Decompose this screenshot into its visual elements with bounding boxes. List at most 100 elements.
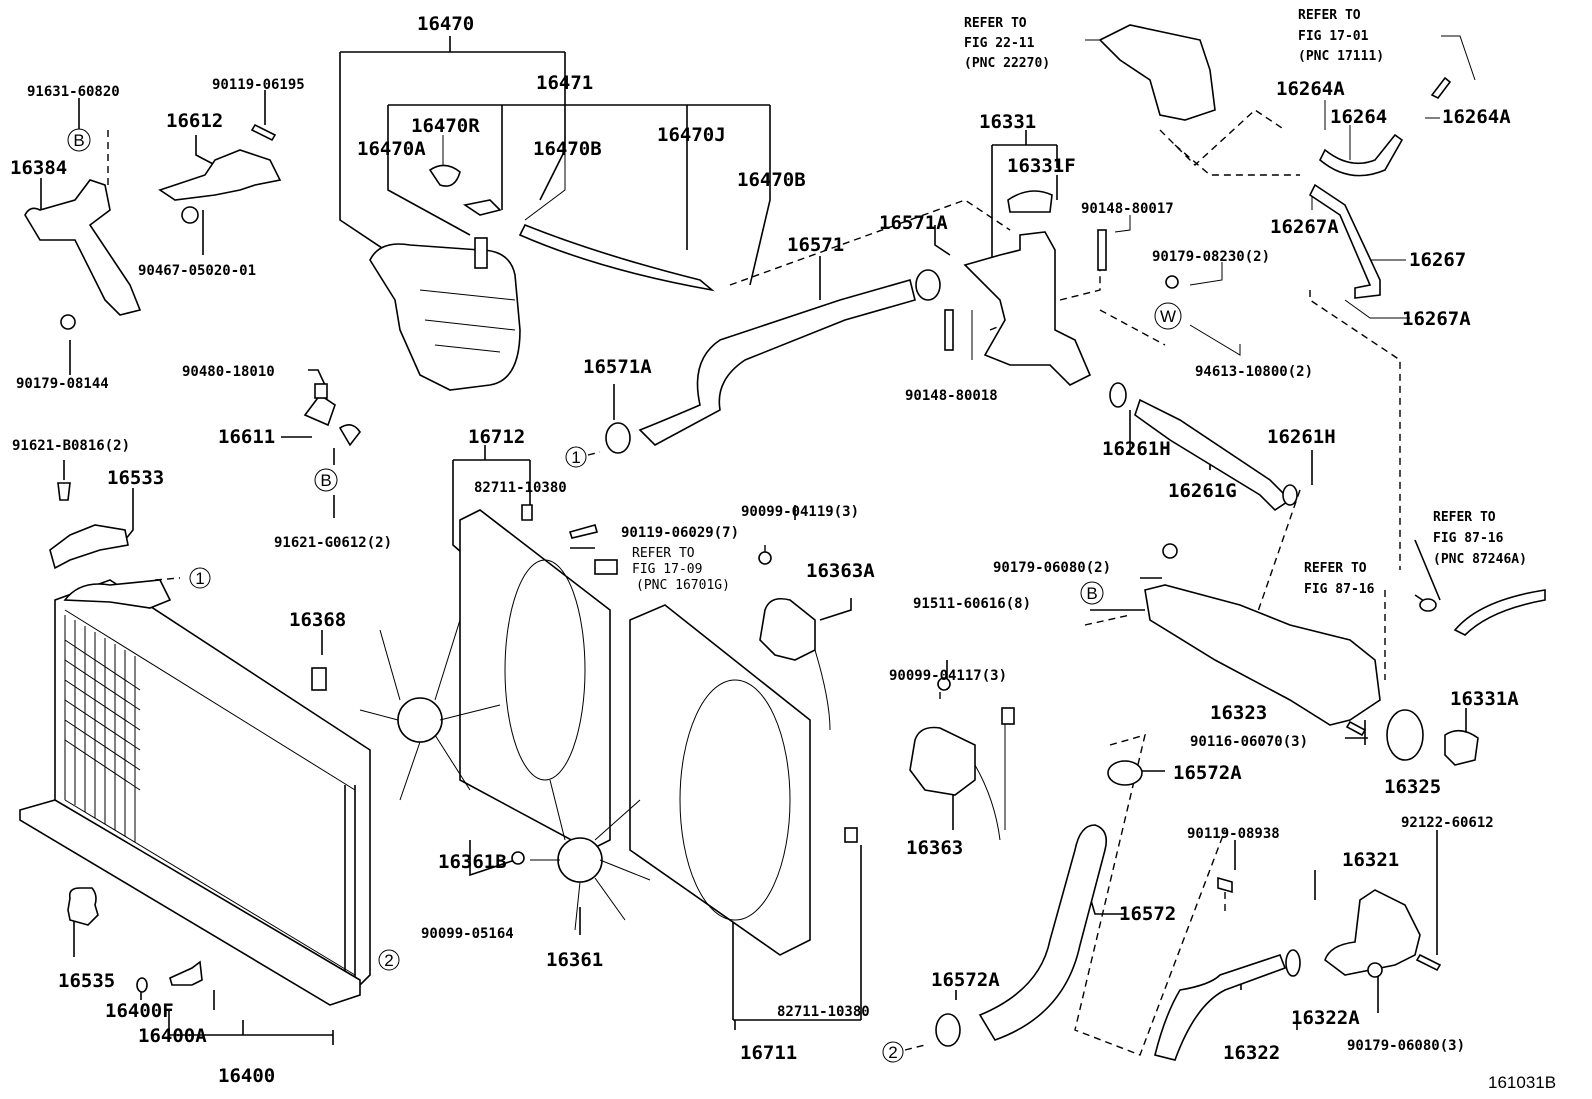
label-16384[interactable]: 16384	[10, 157, 67, 179]
radiator	[19, 579, 371, 1006]
connector-B-1[interactable]: B	[67, 128, 91, 152]
label-16361[interactable]: 16361	[546, 949, 603, 971]
connector-2-radiator[interactable]: 2	[378, 949, 400, 971]
drain-plug-16535	[67, 887, 99, 926]
label-90148-80018[interactable]: 90148-80018	[905, 388, 998, 404]
label-16267A-2[interactable]: 16267A	[1402, 308, 1471, 330]
label-90119-08938[interactable]: 90119-08938	[1187, 826, 1280, 842]
label-16261G[interactable]: 16261G	[1168, 480, 1237, 502]
label-16612[interactable]: 16612	[166, 110, 223, 132]
connector-W[interactable]: W	[1154, 302, 1182, 330]
label-16571A-1[interactable]: 16571A	[879, 212, 948, 234]
pipe-17111-ref	[1430, 76, 1452, 100]
label-16325[interactable]: 16325	[1384, 776, 1441, 798]
label-90179-08230[interactable]: 90179-08230(2)	[1152, 249, 1270, 265]
label-16711[interactable]: 16711	[740, 1042, 797, 1064]
label-16572A-1[interactable]: 16572A	[1173, 762, 1242, 784]
label-16361B[interactable]: 16361B	[438, 851, 507, 873]
label-16712[interactable]: 16712	[468, 426, 525, 448]
connector-1-hose[interactable]: 1	[565, 446, 587, 468]
label-16471[interactable]: 16471	[536, 72, 593, 94]
label-16533[interactable]: 16533	[107, 467, 164, 489]
label-90099-04119[interactable]: 90099-04119(3)	[741, 504, 859, 520]
label-91621-B0816[interactable]: 91621-B0816(2)	[12, 438, 130, 454]
label-16264A-2[interactable]: 16264A	[1442, 106, 1511, 128]
label-plate-ref	[594, 559, 618, 575]
label-90179-08144[interactable]: 90179-08144	[16, 376, 109, 392]
connector-B-3[interactable]: B	[1080, 581, 1104, 605]
bracket-16533	[49, 524, 129, 570]
label-16611[interactable]: 16611	[218, 426, 275, 448]
ref-fig-87-16-b[interactable]: REFER TO FIG 87-16 (PNC 87246A)	[1433, 510, 1527, 567]
label-16470R[interactable]: 16470R	[411, 115, 480, 137]
label-16322[interactable]: 16322	[1223, 1042, 1280, 1064]
label-16363[interactable]: 16363	[906, 837, 963, 859]
label-90467-05020-01[interactable]: 90467-05020-01	[138, 263, 256, 279]
stud-90116-06070	[1345, 720, 1367, 737]
label-16322A[interactable]: 16322A	[1291, 1007, 1360, 1029]
label-90148-80017[interactable]: 90148-80017	[1081, 201, 1174, 217]
label-90179-06080-2[interactable]: 90179-06080(2)	[993, 560, 1111, 576]
connector-2-hose[interactable]: 2	[882, 1041, 904, 1063]
clamp-16611	[303, 393, 361, 447]
label-16571A-2[interactable]: 16571A	[583, 356, 652, 378]
label-90119-06029[interactable]: 90119-06029(7)	[621, 525, 739, 541]
label-82711-10380-2[interactable]: 82711-10380	[777, 1004, 870, 1020]
label-90179-06080-3[interactable]: 90179-06080(3)	[1347, 1038, 1465, 1054]
ref-fig-22-11[interactable]: REFER TO FIG 22-11 (PNC 22270)	[964, 16, 1050, 71]
label-16470B-1[interactable]: 16470B	[533, 138, 602, 160]
label-16400F[interactable]: 16400F	[105, 1000, 174, 1022]
label-16470A[interactable]: 16470A	[357, 138, 426, 160]
label-91511-60616[interactable]: 91511-60616(8)	[913, 596, 1031, 612]
label-90099-05164[interactable]: 90099-05164	[421, 926, 514, 942]
svg-text:(PNC 22270): (PNC 22270)	[964, 56, 1050, 71]
label-16470J[interactable]: 16470J	[657, 124, 726, 146]
label-82711-10380-1[interactable]: 82711-10380	[474, 480, 567, 496]
label-16571[interactable]: 16571	[787, 234, 844, 256]
connector-B-2[interactable]: B	[314, 468, 338, 492]
ref-fig-17-01[interactable]: REFER TO FIG 17-01 (PNC 17111)	[1298, 8, 1384, 64]
label-90116-06070[interactable]: 90116-06070(3)	[1190, 734, 1308, 750]
label-16400[interactable]: 16400	[218, 1065, 275, 1087]
label-16261H-2[interactable]: 16261H	[1267, 426, 1336, 448]
connector-markers: B B B W 1 1 2 2	[67, 128, 1182, 1063]
label-16321[interactable]: 16321	[1342, 849, 1399, 871]
connector-1-radiator[interactable]: 1	[189, 567, 211, 589]
label-92122-60612[interactable]: 92122-60612	[1401, 815, 1494, 831]
svg-text:FIG 87-16: FIG 87-16	[1304, 582, 1375, 597]
label-16261H-1[interactable]: 16261H	[1102, 438, 1171, 460]
label-16363A[interactable]: 16363A	[806, 560, 875, 582]
hose-16261G	[1134, 398, 1292, 512]
ref-fig-87-16-a[interactable]: REFER TO FIG 87-16	[1304, 561, 1375, 597]
water-inlet-housing-16323	[1144, 584, 1381, 726]
label-91621-G0612[interactable]: 91621-G0612(2)	[274, 535, 392, 551]
label-16470B-2[interactable]: 16470B	[737, 169, 806, 191]
label-90119-06195[interactable]: 90119-06195	[212, 77, 305, 93]
label-16267A-1[interactable]: 16267A	[1270, 216, 1339, 238]
nut-90099-04117	[937, 677, 951, 691]
label-91631-60820[interactable]: 91631-60820	[27, 84, 120, 100]
label-16264A-1[interactable]: 16264A	[1276, 78, 1345, 100]
fan-motor-16363	[909, 726, 976, 796]
label-16331A[interactable]: 16331A	[1450, 688, 1519, 710]
label-90099-04117[interactable]: 90099-04117(3)	[889, 668, 1007, 684]
label-16572[interactable]: 16572	[1119, 903, 1176, 925]
label-16331[interactable]: 16331	[979, 111, 1036, 133]
label-16331F[interactable]: 16331F	[1007, 155, 1076, 177]
label-16323[interactable]: 16323	[1210, 702, 1267, 724]
label-94613-10800[interactable]: 94613-10800(2)	[1195, 364, 1313, 380]
figure-id: 161031B	[1488, 1073, 1556, 1092]
clamp-16261H-1	[1109, 382, 1127, 408]
label-16572A-2[interactable]: 16572A	[931, 969, 1000, 991]
ref-fig-17-09[interactable]: REFER TO FIG 17-09 (PNC 16701G)	[632, 546, 730, 593]
label-16535[interactable]: 16535	[58, 970, 115, 992]
label-16264[interactable]: 16264	[1330, 106, 1387, 128]
label-16267[interactable]: 16267	[1409, 249, 1466, 271]
clip-82711-lower	[844, 827, 858, 843]
label-16368[interactable]: 16368	[289, 609, 346, 631]
label-16400A[interactable]: 16400A	[138, 1025, 207, 1047]
label-16470[interactable]: 16470	[417, 13, 474, 35]
svg-text:FIG 17-01: FIG 17-01	[1298, 29, 1369, 44]
label-90480-18010[interactable]: 90480-18010	[182, 364, 275, 380]
svg-text:2: 2	[384, 951, 393, 970]
